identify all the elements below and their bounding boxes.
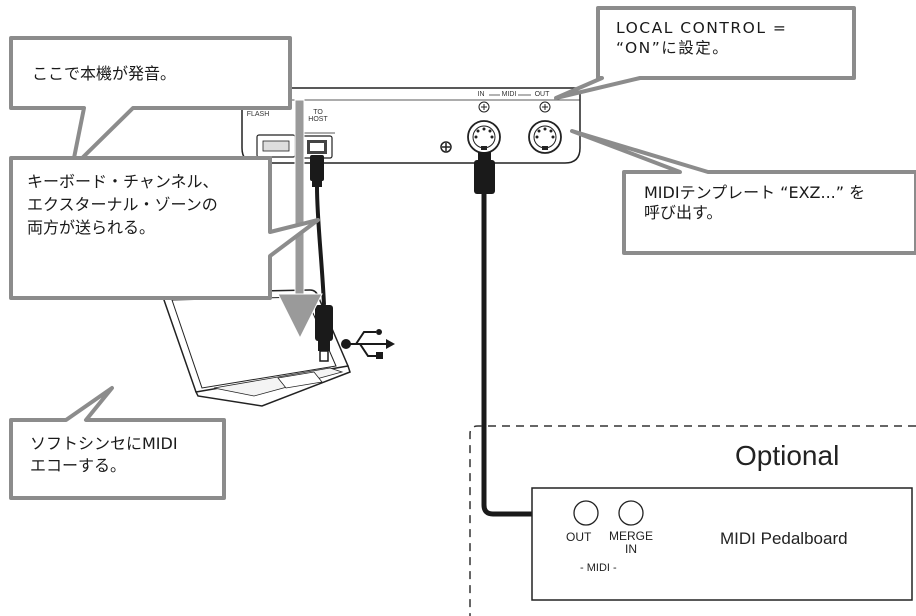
midi-echo-arrow — [277, 99, 323, 340]
pedalboard-name: MIDI Pedalboard — [720, 529, 848, 548]
midi-in-label: IN — [477, 91, 485, 98]
midi-label: MIDI — [501, 91, 517, 98]
usb-host-port — [256, 134, 296, 158]
midi-pedalboard — [531, 487, 913, 601]
pedalboard-midi-label: - MIDI - — [580, 562, 617, 574]
callout-local-control — [554, 6, 856, 100]
callout-soft-synth — [9, 386, 226, 500]
callout-sound-text: ここで本機が発音。 — [32, 64, 177, 83]
midi-cable — [474, 152, 578, 524]
midi-out-jack-icon — [528, 101, 562, 154]
midi-out-label: OUT — [534, 91, 550, 98]
usb-icon — [341, 329, 395, 359]
midi-in-jack-icon — [467, 101, 501, 154]
flash-port-label: FLASH — [246, 111, 270, 118]
to-host-port-label: TO HOST — [308, 109, 328, 123]
optional-title: Optional — [735, 440, 840, 471]
callout-midi-template — [570, 129, 916, 255]
callout-midi-template-text: MIDIテンプレート “EXZ...” を 呼び出す。 — [644, 183, 866, 222]
usb-cable — [310, 155, 333, 362]
screw-icon — [440, 141, 452, 153]
usb-to-host-port — [301, 135, 333, 159]
callout-keyboard-channel — [9, 156, 320, 300]
pedalboard-merge-in-label: MERGE IN — [608, 529, 653, 556]
callout-local-control-text: LOCAL CONTROL = “ON”に設定。 — [616, 19, 788, 57]
callout-sound — [9, 36, 292, 170]
callout-soft-synth-text: ソフトシンセにMIDI エコーする。 — [30, 434, 178, 475]
optional-region-border — [469, 425, 916, 616]
pedalboard-out-label: OUT — [566, 530, 592, 544]
callout-keyboard-channel-text: キーボード・チャンネル、 エクスターナル・ゾーンの 両方が送られる。 — [27, 172, 219, 237]
